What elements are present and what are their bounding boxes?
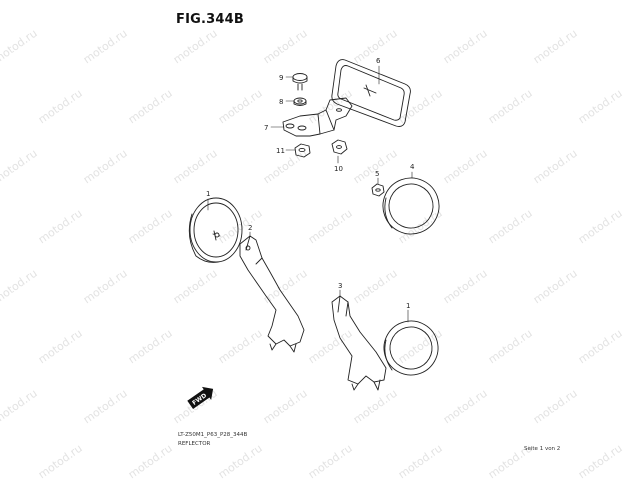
page-label: Seite 1 von 2: [524, 446, 561, 452]
small-nut-part: [371, 183, 385, 197]
callout-2: 2: [248, 224, 252, 232]
hex-nut-part: [331, 139, 348, 155]
round-reflector-part-lower: [383, 320, 439, 376]
bracket-part: [282, 97, 353, 137]
long-bracket-part: [239, 235, 305, 353]
flange-nut-part: [294, 143, 311, 158]
parts-diagram: 9 8 7 11 10 6 5 4 1 2 3 1 FWD: [187, 57, 440, 409]
callout-11: 11: [276, 147, 285, 155]
figure-name: REFLECTOR: [178, 441, 211, 447]
callout-6: 6: [376, 57, 381, 65]
callout-4: 4: [410, 163, 415, 171]
callout-labels: 9 8 7 11 10 6 5 4 1 2 3 1: [206, 57, 415, 310]
leader-lines: [207, 65, 413, 323]
callout-1-left: 1: [206, 190, 210, 198]
lower-bracket-part: [331, 295, 387, 391]
callout-3: 3: [338, 282, 342, 290]
round-reflector-part-left: [188, 197, 243, 263]
callout-9: 9: [279, 74, 283, 82]
forward-direction-badge: FWD: [187, 386, 214, 409]
figure-code: LT-Z50M1_P63_P28_344B: [178, 432, 248, 438]
washer-part: [293, 97, 307, 106]
callout-1-right: 1: [406, 302, 410, 310]
round-reflector-part-upper: [382, 177, 440, 235]
figure-title: FIG.344B: [176, 12, 244, 27]
fwd-label: FWD: [191, 392, 208, 407]
bolt-part: [292, 73, 308, 91]
callout-5: 5: [375, 170, 379, 178]
callout-8: 8: [279, 98, 283, 106]
callout-10: 10: [334, 165, 343, 173]
callout-7: 7: [264, 124, 268, 132]
rectangular-reflector-part: [331, 59, 411, 127]
